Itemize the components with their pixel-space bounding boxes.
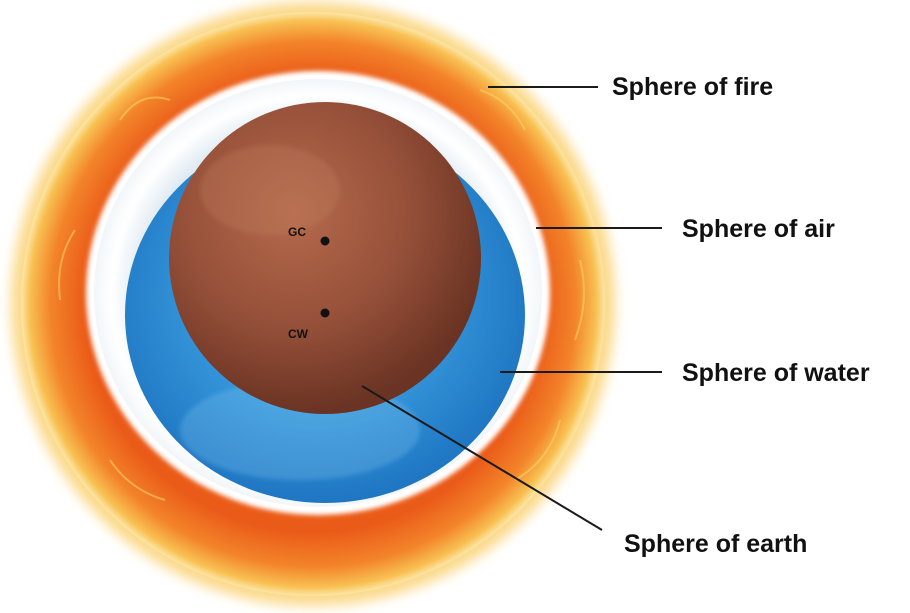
sphere-of-earth — [169, 102, 481, 414]
label-sphere-of-air: Sphere of air — [682, 215, 835, 243]
label-sphere-of-earth: Sphere of earth — [624, 530, 807, 558]
label-sphere-of-fire: Sphere of fire — [612, 73, 773, 101]
gc-label: GC — [288, 225, 306, 239]
cw-label: CW — [288, 327, 309, 341]
label-sphere-of-water: Sphere of water — [682, 359, 870, 387]
